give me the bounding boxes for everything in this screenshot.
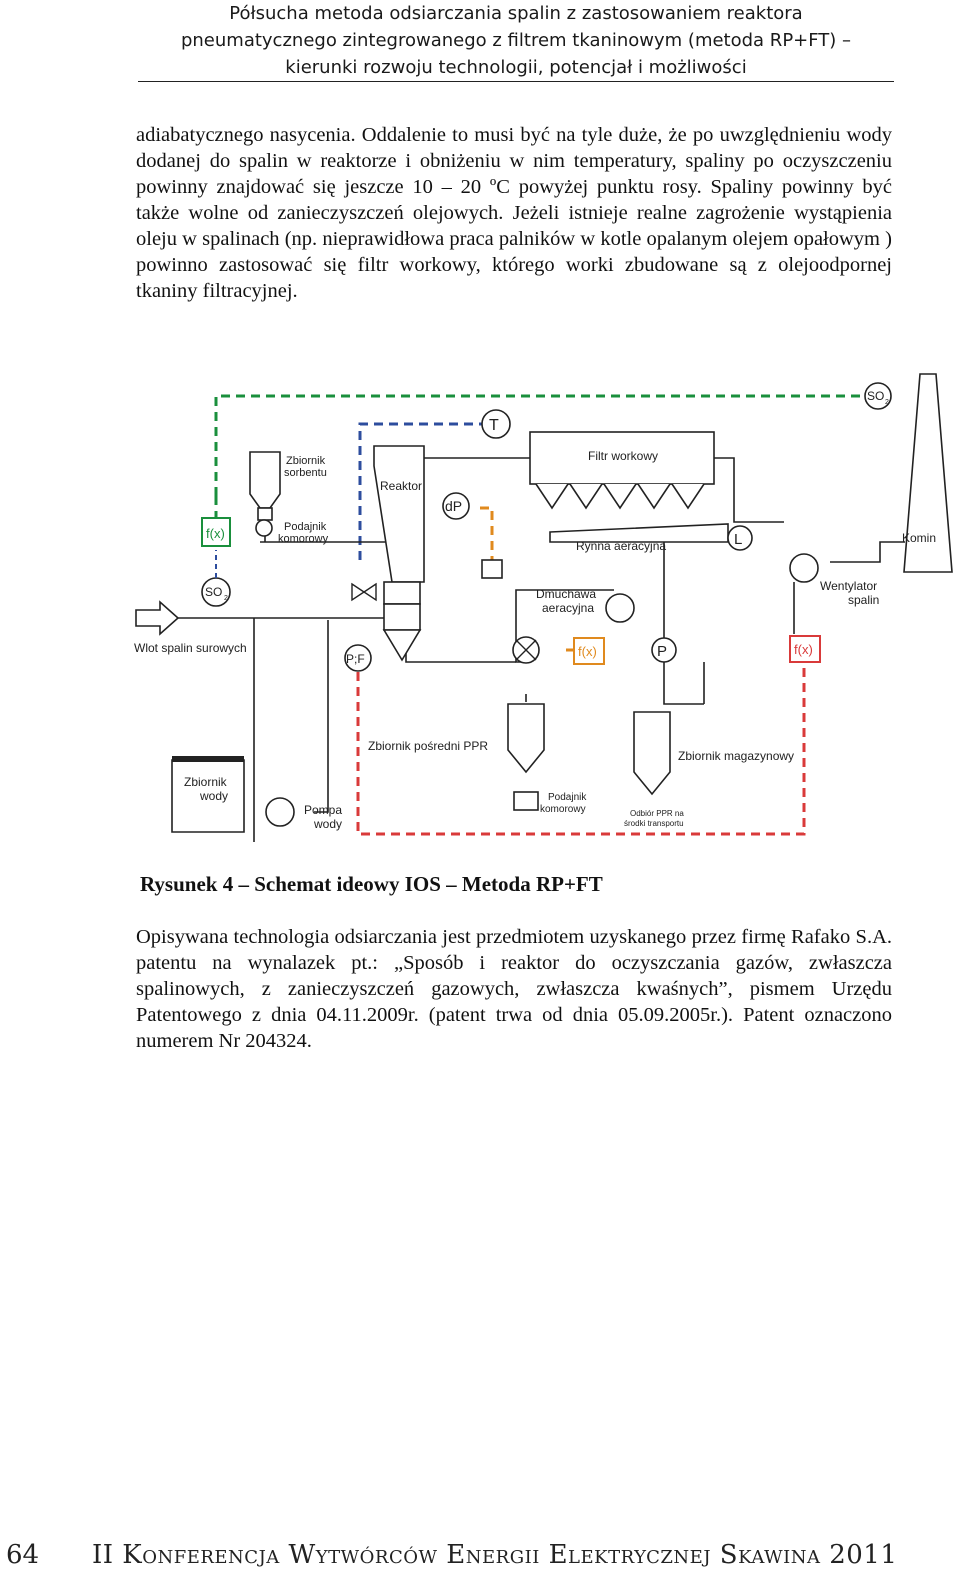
intermediate-tank-label: Zbiornik pośredni PPR (368, 739, 488, 753)
aeration-chute-label: Rynna aeracyjna (576, 539, 666, 553)
temperature-sensor (481, 409, 511, 439)
green-control-line (214, 394, 865, 496)
water-pump-label-1: Pompa (304, 803, 342, 817)
header-line-2: pneumatycznego zintegrowanego z filtrem … (180, 30, 852, 51)
bag-filter-label: Filtr workowy (588, 449, 658, 463)
so2-inlet-sub: 2 (224, 595, 228, 602)
so2-sensor-outlet (864, 382, 892, 410)
raw-gas-arrow (135, 600, 180, 636)
page-number: 64 (6, 1540, 40, 1570)
reactor (373, 445, 425, 662)
figure-caption: Rysunek 4 – Schemat ideowy IOS – Metoda … (140, 872, 603, 896)
blower-line (515, 589, 614, 652)
chimney (903, 373, 953, 573)
fx-red-label: f(x) (794, 642, 813, 657)
sorbent-tank-label-1: Zbiornik (286, 455, 326, 467)
dp-sensor (442, 492, 470, 520)
water-pump-label-2: wody (313, 817, 342, 831)
ppr-pickup-label-2: środki transportu (624, 819, 684, 828)
pf-sensor (344, 644, 372, 672)
fx-orange-label: f(x) (578, 644, 597, 659)
fx-box-red (789, 635, 821, 663)
raw-gas-label: Wlot spalin surowych (134, 641, 247, 655)
level-sensor (727, 525, 753, 551)
p-label: P (657, 643, 667, 660)
red-control-line (356, 664, 806, 836)
water-pump (265, 797, 295, 827)
water-pump-line (314, 620, 329, 813)
sorbent-tank (249, 451, 281, 542)
chimney-label: Komin (902, 531, 936, 545)
feeder-1 (255, 519, 273, 537)
blue-control-line (358, 422, 482, 560)
orange-control-line (480, 506, 494, 560)
header-line-1: Półsucha metoda odsiarczania spalin z za… (229, 3, 803, 24)
water-valve (351, 582, 377, 602)
aeration-blower (605, 593, 635, 623)
storage-tank (633, 711, 671, 796)
feeder2-label-2: komorowy (540, 804, 586, 815)
paragraph-1: adiabatycznego nasycenia. Oddalenie to m… (136, 124, 892, 302)
fx-green-label: f(x) (206, 526, 225, 541)
process-diagram: Zbiornik sorbentu Podajnik komorowy f(x)… (134, 373, 953, 842)
storage-tank-label: Zbiornik magazynowy (678, 749, 794, 763)
flue-fan-label-2: spalin (848, 593, 879, 607)
water-tank-label-1: Zbiornik (184, 775, 228, 789)
filter-to-fan (714, 457, 784, 523)
paragraph-2: Opisywana technologia odsiarczania jest … (136, 926, 892, 1052)
header-line-3: kierunki rozwoju technologii, potencjał … (285, 57, 747, 78)
pf-label: P;F (346, 652, 365, 666)
reactor-bottom-line (405, 642, 516, 663)
blower-label-2: aeracyjna (542, 601, 594, 615)
ppr-pickup-label-1: Odbiór PPR na (630, 809, 684, 818)
running-header: Półsucha metoda odsiarczania spalin z za… (138, 0, 894, 82)
conference-name: II Konferencja Wytwórców Energii Elektry… (92, 1540, 898, 1570)
feeder-label-1: Podajnik (284, 521, 327, 533)
water-tank-label-2: wody (199, 789, 228, 803)
fx-box-orange (573, 637, 605, 665)
recycle-damper (481, 559, 503, 579)
page-footer: 64 II Konferencja Wytwórców Energii Elek… (0, 1540, 960, 1580)
fan-to-chimney (830, 541, 905, 563)
pressure-sensor (651, 637, 677, 663)
bag-filter (529, 431, 715, 510)
flue-fan (789, 553, 819, 583)
blower-label-1: Dmuchawa (536, 587, 596, 601)
feeder-label-2: komorowy (278, 533, 329, 545)
chute-line (663, 538, 704, 705)
dp-label: dP (445, 498, 462, 514)
flue-fan-label-1: Wentylator (820, 579, 877, 593)
fx-box-green (201, 517, 231, 547)
t-label: T (489, 417, 499, 434)
so2-outlet-sub: 2 (885, 399, 889, 406)
l-label: L (734, 531, 742, 548)
so2-inlet-label: SO (205, 585, 222, 599)
reactor-label: Reaktor (380, 479, 422, 493)
so2-outlet-label: SO (867, 389, 884, 403)
feeder2-label-1: Podajnik (548, 792, 587, 803)
sorbent-tank-label-2: sorbentu (284, 467, 327, 479)
intermediate-tank (507, 703, 545, 811)
